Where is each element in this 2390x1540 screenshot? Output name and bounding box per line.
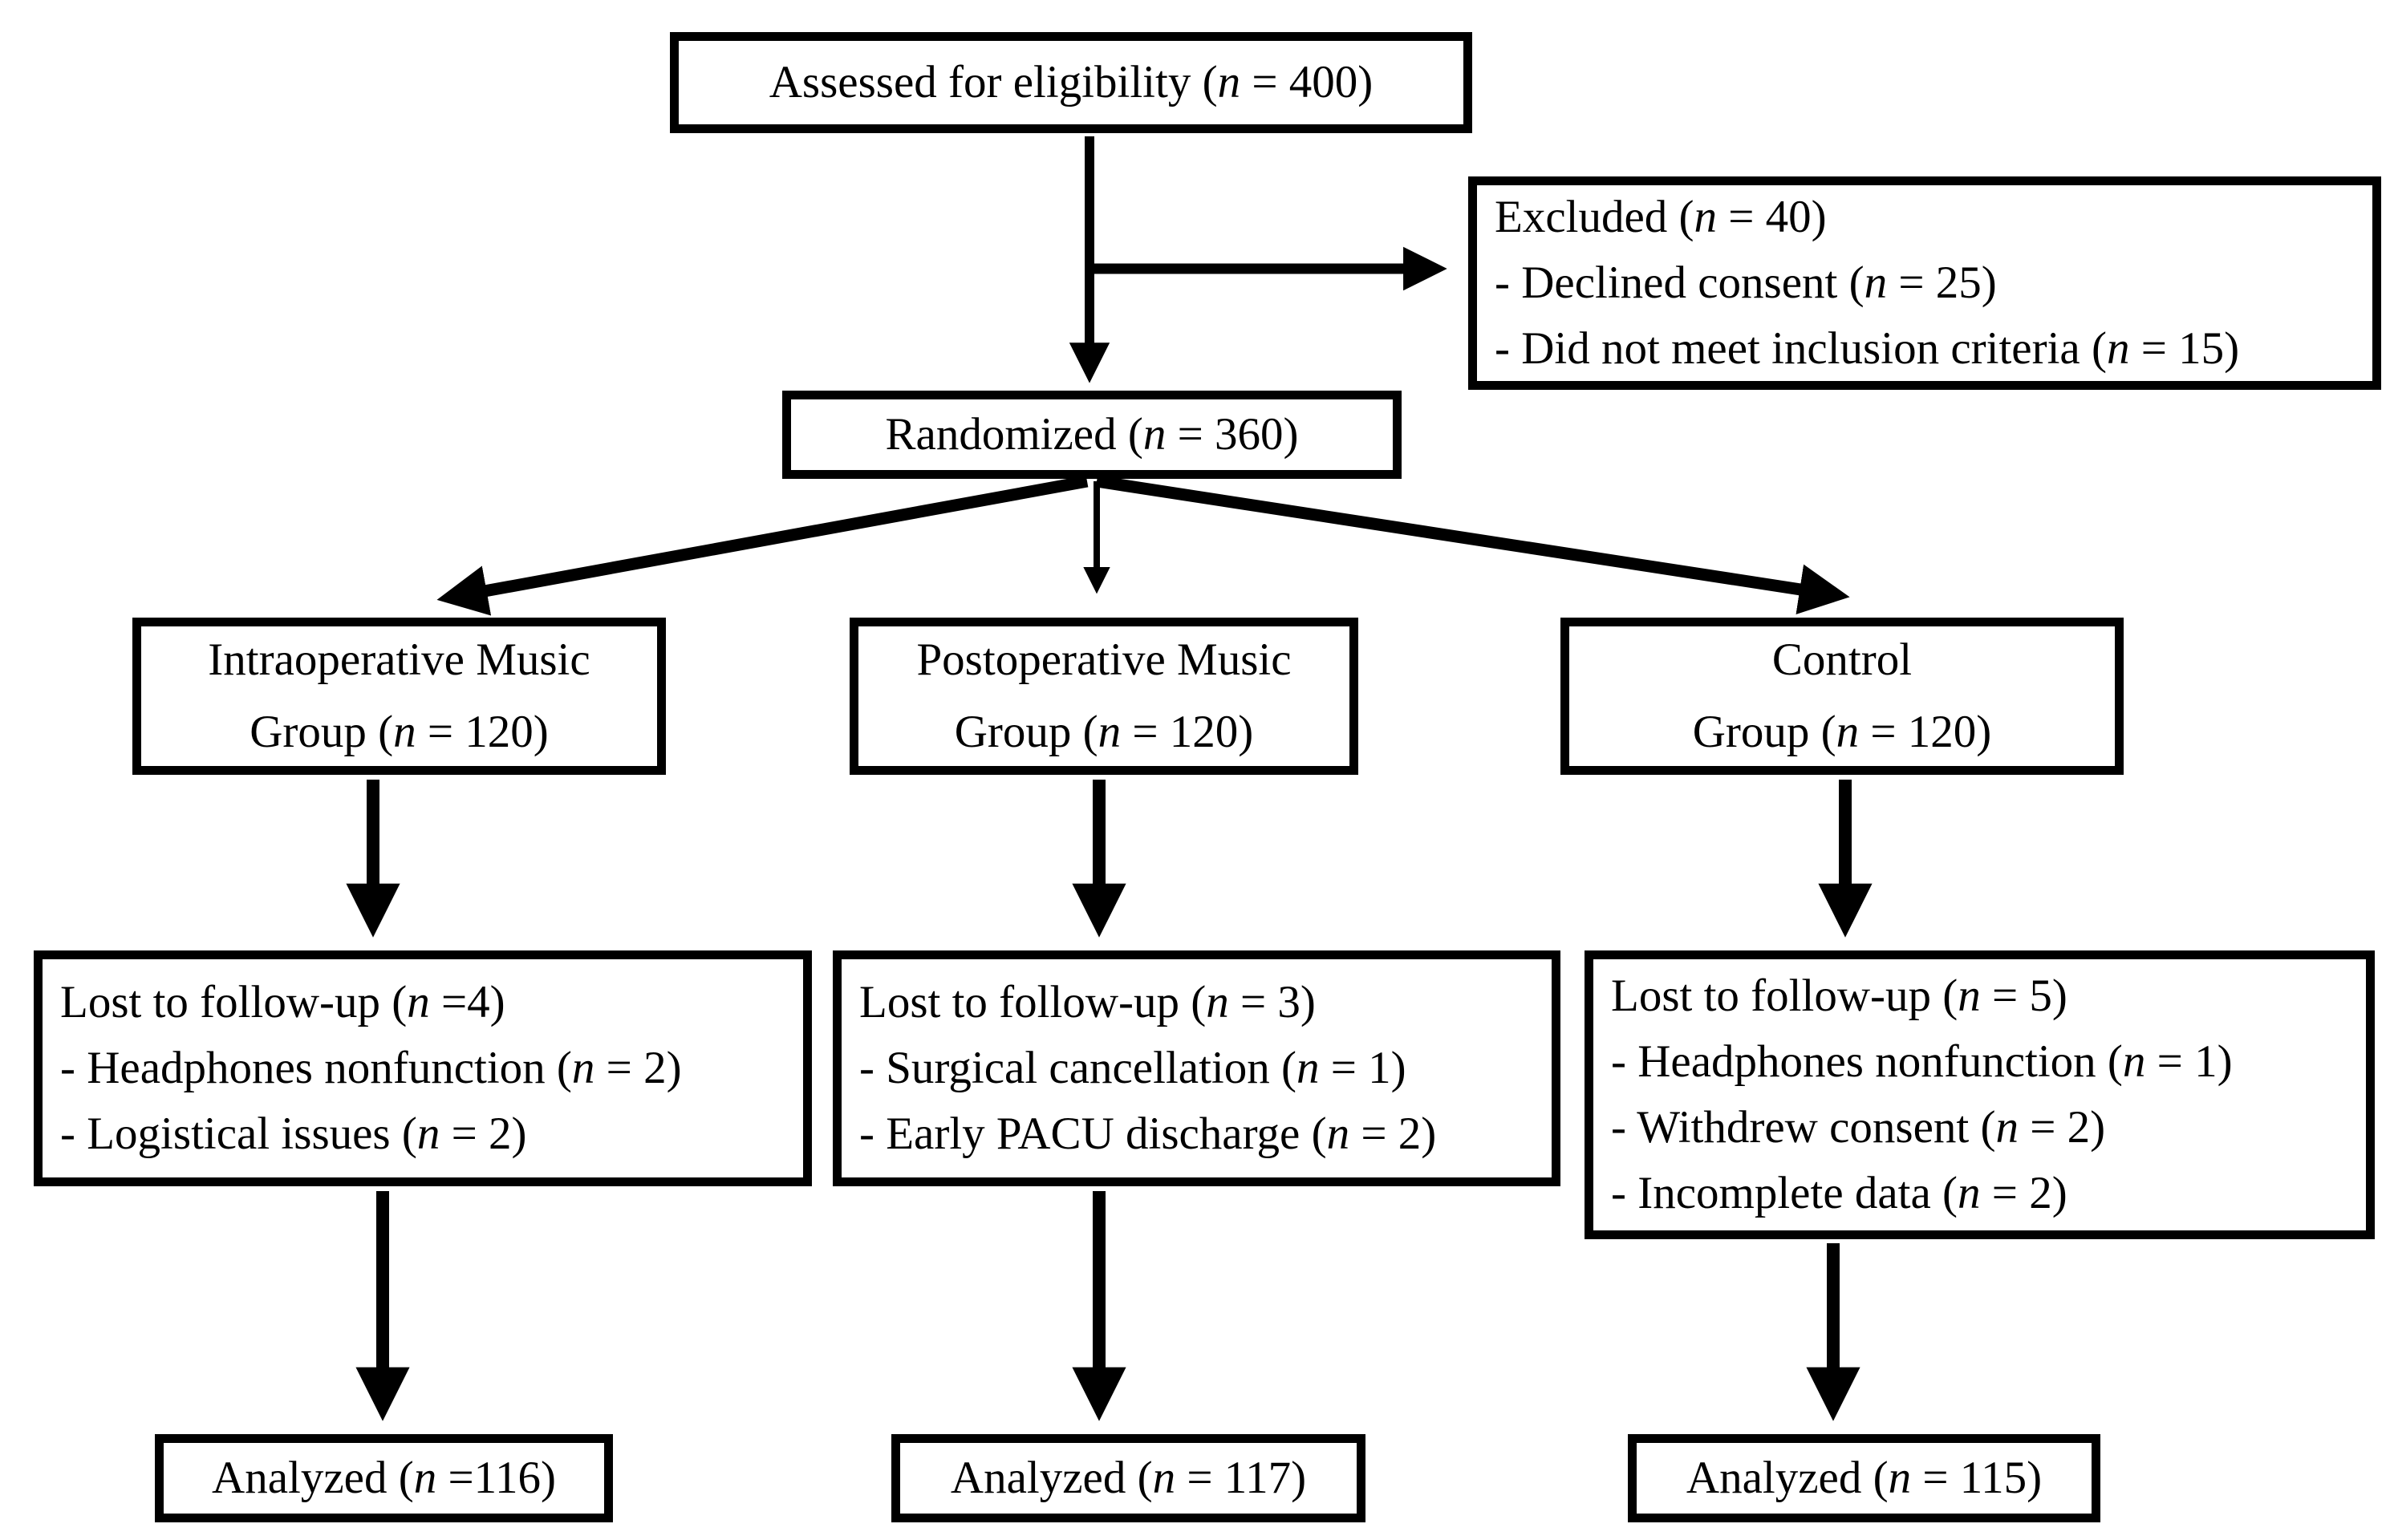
node-reason: - Headphones nonfunction (n = 1) — [1611, 1036, 2233, 1087]
node-line: Postoperative Music — [916, 634, 1292, 685]
node-reason: - Headphones nonfunction (n = 2) — [60, 1043, 682, 1093]
node-group-control: Control Group (n = 120) — [1560, 618, 2124, 775]
node-title: Lost to follow-up (n = 5) — [1611, 971, 2067, 1021]
node-title: Lost to follow-up (n =4) — [60, 977, 505, 1027]
node-analyzed-control: Analyzed (n = 115) — [1628, 1434, 2100, 1522]
node-lost-followup-control: Lost to follow-up (n = 5) - Headphones n… — [1585, 950, 2375, 1239]
node-analyzed-postoperative: Analyzed (n = 117) — [891, 1434, 1365, 1522]
node-line: Group (n = 120) — [954, 707, 1254, 757]
node-reason: - Withdrew consent (n = 2) — [1611, 1102, 2106, 1153]
node-reason: - Incomplete data (n = 2) — [1611, 1168, 2067, 1218]
node-label: Randomized (n = 360) — [885, 409, 1299, 460]
node-excluded: Excluded (n = 40) - Declined consent (n … — [1468, 176, 2381, 390]
node-group-intraoperative-music: Intraoperative Music Group (n = 120) — [132, 618, 666, 775]
arrow-randomized-to-control — [1095, 475, 1850, 614]
node-analyzed-intraoperative: Analyzed (n =116) — [155, 1434, 613, 1522]
node-assessed-for-eligibility: Assessed for eligibility (n = 400) — [670, 32, 1472, 133]
node-line: Intraoperative Music — [208, 634, 590, 685]
arrow-randomized-to-intraoperative — [436, 475, 1089, 616]
node-label: Analyzed (n = 117) — [950, 1453, 1307, 1503]
node-title: Lost to follow-up (n = 3) — [859, 977, 1316, 1027]
node-reason: - Did not meet inclusion criteria (n = 1… — [1495, 323, 2240, 374]
node-group-postoperative-music: Postoperative Music Group (n = 120) — [850, 618, 1358, 775]
node-reason: - Early PACU discharge (n = 2) — [859, 1108, 1437, 1159]
node-lost-followup-intraoperative: Lost to follow-up (n =4) - Headphones no… — [34, 950, 812, 1186]
node-randomized: Randomized (n = 360) — [782, 391, 1402, 479]
node-label: Analyzed (n =116) — [212, 1453, 556, 1503]
node-line: Control — [1771, 634, 1913, 685]
node-label: Analyzed (n = 115) — [1686, 1453, 2043, 1503]
node-lost-followup-postoperative: Lost to follow-up (n = 3) - Surgical can… — [833, 950, 1560, 1186]
node-reason: - Logistical issues (n = 2) — [60, 1108, 527, 1159]
node-reason: - Surgical cancellation (n = 1) — [859, 1043, 1406, 1093]
node-title: Excluded (n = 40) — [1495, 192, 1827, 242]
node-reason: - Declined consent (n = 25) — [1495, 257, 1997, 308]
node-label: Assessed for eligibility (n = 400) — [769, 57, 1374, 107]
node-line: Group (n = 120) — [250, 707, 549, 757]
node-line: Group (n = 120) — [1692, 707, 1992, 757]
